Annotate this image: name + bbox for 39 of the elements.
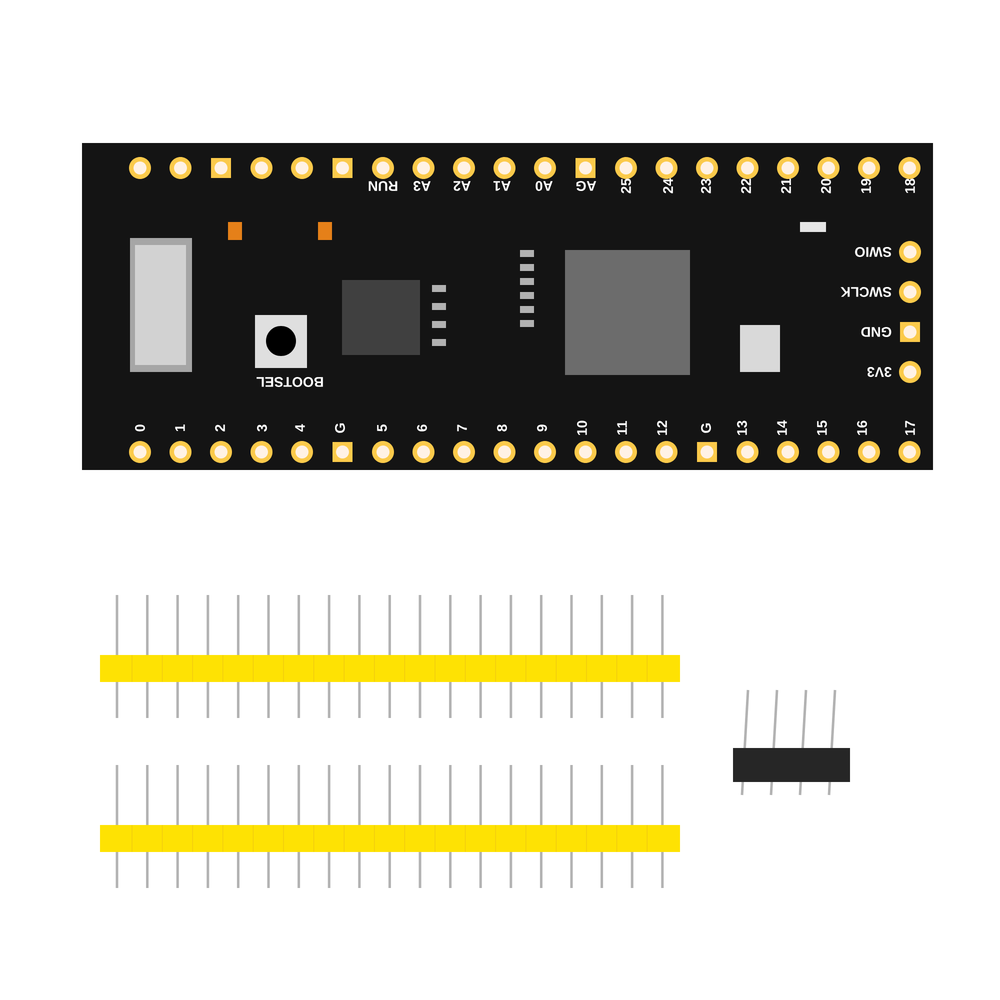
pin-label: BOOTSEL [256, 377, 323, 387]
pin-label: G [335, 423, 345, 433]
pin-label: 3V3 [867, 367, 892, 377]
pin-label: 15 [817, 420, 827, 435]
pin-label: 12 [657, 420, 667, 435]
pin-label: 22 [741, 178, 751, 194]
pin-label: 8 [497, 424, 507, 432]
pin-label: 13 [737, 420, 747, 435]
pin-label: AG [576, 181, 596, 191]
pin-label: 21 [781, 178, 791, 194]
pin-label: 6 [417, 424, 427, 432]
pin-label: A1 [493, 181, 511, 191]
pin-label: 16 [857, 420, 867, 435]
pin-label: RUN [368, 181, 398, 191]
pin-label: 5 [377, 424, 387, 432]
pin-label: 2 [215, 424, 225, 432]
pin-label: 25 [621, 178, 631, 194]
pin-label: 19 [861, 178, 871, 193]
pin-label: 23 [701, 178, 711, 194]
pin-label: 4 [295, 424, 305, 432]
pin-label: 9 [537, 424, 547, 432]
pin-label: 10 [577, 420, 587, 435]
pin-label: 18 [905, 178, 915, 193]
pin-label: 3 [257, 424, 267, 432]
pin-label: A3 [414, 181, 431, 191]
pin-label: 24 [663, 178, 673, 194]
pin-label: 1 [175, 424, 185, 432]
pin-label: A2 [454, 181, 471, 191]
pin-label: GND [861, 327, 892, 337]
pin-label: G [701, 423, 711, 433]
pin-label: SWIO [855, 247, 892, 257]
pin-label: SWCLK [840, 287, 892, 297]
pin-label: 7 [457, 424, 467, 432]
pin-label: 17 [905, 420, 915, 435]
pin-label: A0 [536, 181, 553, 191]
pin-label: 20 [821, 178, 831, 194]
pin-label: 0 [135, 424, 145, 432]
pin-label: 11 [617, 420, 627, 435]
pin-label: 14 [777, 420, 787, 435]
